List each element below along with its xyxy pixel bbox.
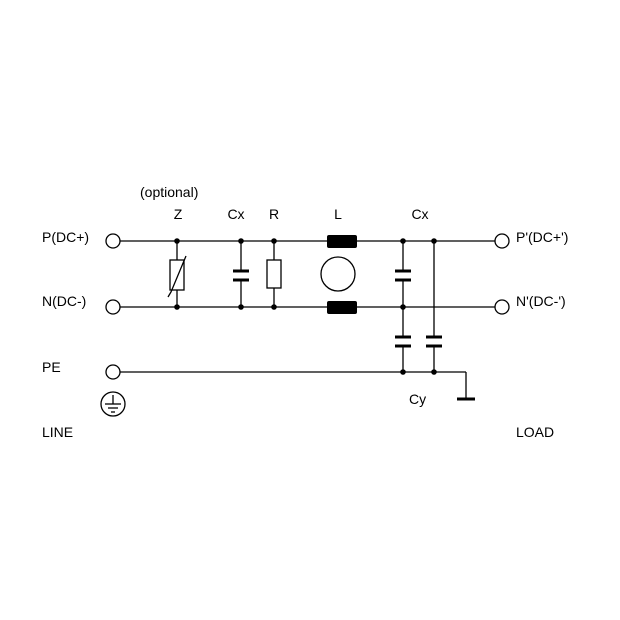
common-mode-choke-l — [320, 235, 357, 314]
resistor-r — [266, 241, 282, 307]
ground-icon — [100, 391, 126, 417]
capacitor-cx-right — [395, 241, 411, 307]
choke-winding-top — [327, 235, 357, 248]
optional-label: (optional) — [140, 184, 198, 200]
capacitor-cy-n — [395, 307, 411, 372]
line-label: LINE — [42, 424, 73, 440]
n-out-label: N'(DC-') — [516, 293, 566, 309]
terminal-p-out-icon — [494, 233, 510, 249]
capacitor-cy-p — [426, 241, 442, 372]
capacitor-cx-left — [233, 241, 249, 307]
pe-label: PE — [42, 359, 61, 375]
resistor-r-label: R — [269, 206, 279, 222]
p-out-label: P'(DC+') — [516, 229, 568, 245]
capacitor-cy-label: Cy — [409, 391, 426, 407]
load-label: LOAD — [516, 424, 554, 440]
terminal-n-in-icon — [105, 299, 121, 315]
n-in-label: N(DC-) — [42, 293, 86, 309]
terminal-p-in-icon — [105, 233, 121, 249]
terminal-n-out-icon — [494, 299, 510, 315]
pe-line-wire — [120, 371, 475, 401]
capacitor-cx-left-label: Cx — [227, 206, 244, 222]
p-in-label: P(DC+) — [42, 229, 89, 245]
terminal-pe-icon — [105, 364, 121, 380]
inductor-l-label: L — [334, 206, 342, 222]
varistor-z-label: Z — [174, 206, 183, 222]
choke-core — [320, 256, 356, 292]
varistor-z — [167, 241, 187, 307]
choke-winding-bottom — [327, 301, 357, 314]
junction-dots — [174, 238, 437, 375]
capacitor-cx-right-label: Cx — [411, 206, 428, 222]
